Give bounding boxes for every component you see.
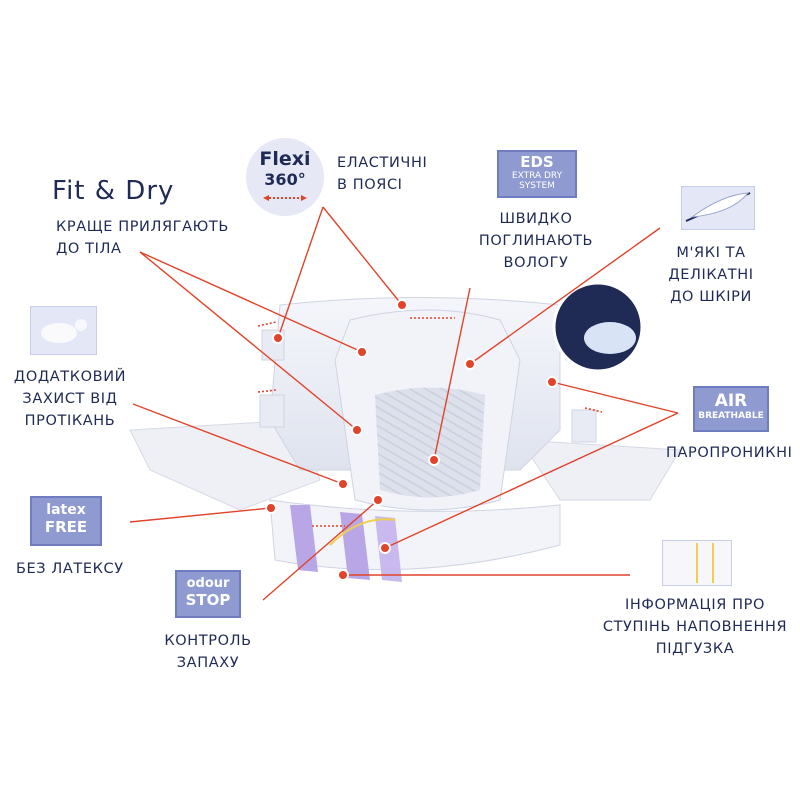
label-absorb-line1: ШВИДКО xyxy=(499,211,573,227)
elastic-arrows xyxy=(257,317,603,527)
leak-guard-icon xyxy=(41,319,87,343)
label-fit-line2: ДО ТІЛА xyxy=(56,241,122,257)
flexi-360-badge: Flexi 360° xyxy=(246,138,324,216)
arrow-icon xyxy=(263,195,307,201)
label-absorb-line2: ПОГЛИНАЮТЬ xyxy=(478,233,594,249)
air-breathable-badge: AIR BREATHABLE xyxy=(693,386,769,432)
eds-line1: EDS xyxy=(520,153,554,171)
label-soft-line3: ДО ШКІРИ xyxy=(670,289,752,305)
lilac-stripe-2 xyxy=(340,512,370,580)
air-line2: BREATHABLE xyxy=(698,411,764,421)
label-absorb-line3: ВОЛОГУ xyxy=(503,255,569,271)
flexi-line2: 360° xyxy=(264,170,306,189)
yellow-indicator xyxy=(329,518,396,546)
absorb-mesh xyxy=(375,387,485,498)
label-elastic-line2: В ПОЯСІ xyxy=(337,177,403,193)
brand-fit: Fit xyxy=(52,176,86,206)
odour-line2: STOP xyxy=(185,591,231,609)
odour-stop-badge: odour STOP xyxy=(175,570,241,618)
label-soft: М'ЯКІ ТА ДЕЛІКАТНІ ДО ШКІРИ xyxy=(646,242,776,308)
label-leak-line1: ДОДАТКОВИЙ xyxy=(13,369,127,385)
label-leak-line3: ПРОТІКАНЬ xyxy=(24,413,116,429)
tab-right-bottom xyxy=(571,409,597,443)
label-odour: КОНТРОЛЬ ЗАПАХУ xyxy=(150,630,266,674)
label-leak: ДОДАТКОВИЙ ЗАХИСТ ВІД ПРОТІКАНЬ xyxy=(0,366,140,432)
label-latex: БЕЗ ЛАТЕКСУ xyxy=(16,561,124,577)
label-fit: КРАЩЕ ПРИЛЯГАЮТЬ ДО ТІЛА xyxy=(56,216,229,260)
label-indicator-line3: ПІДГУЗКА xyxy=(655,641,735,657)
feather-icon xyxy=(685,192,751,222)
indicator-thumbnail xyxy=(662,540,732,586)
label-indicator: ІНФОРМАЦІЯ ПРО СТУПІНЬ НАПОВНЕННЯ ПІДГУЗ… xyxy=(596,594,794,660)
latex-line2: FREE xyxy=(44,518,88,536)
label-elastic-line1: ЕЛАСТИЧНІ xyxy=(337,155,428,171)
latex-free-badge: latex FREE xyxy=(30,496,102,546)
label-elastic: ЕЛАСТИЧНІ В ПОЯСІ xyxy=(337,152,427,196)
flexi-line1: Flexi xyxy=(259,148,311,170)
label-odour-line2: ЗАПАХУ xyxy=(176,655,240,671)
brand-amp: & xyxy=(94,176,117,206)
label-soft-line2: ДЕЛІКАТНІ xyxy=(668,267,754,283)
lilac-stripe-1 xyxy=(290,505,318,572)
inset-hand xyxy=(584,322,636,354)
brand-logo: Fit & Dry xyxy=(52,176,174,206)
brand-dry: Dry xyxy=(125,176,175,206)
label-indicator-line1: ІНФОРМАЦІЯ ПРО xyxy=(625,597,765,613)
label-fit-line1: КРАЩЕ ПРИЛЯГАЮТЬ xyxy=(56,219,229,235)
label-soft-line1: М'ЯКІ ТА xyxy=(676,245,746,261)
wetness-indicator-icon xyxy=(696,543,714,583)
label-indicator-line2: СТУПІНЬ НАПОВНЕННЯ xyxy=(602,619,788,635)
eds-line3: SYSTEM xyxy=(519,181,555,191)
feather-thumbnail xyxy=(681,186,755,230)
leak-guard-thumbnail xyxy=(30,306,97,355)
eds-badge: EDS EXTRA DRY SYSTEM xyxy=(497,150,577,198)
tab-left-bottom xyxy=(259,394,285,428)
label-absorb: ШВИДКО ПОГЛИНАЮТЬ ВОЛОГУ xyxy=(466,208,606,274)
latex-line1: latex xyxy=(46,502,86,518)
callout-lines xyxy=(129,206,679,601)
odour-line1: odour xyxy=(186,576,230,591)
callout-dots xyxy=(265,299,558,581)
label-odour-line1: КОНТРОЛЬ xyxy=(164,633,252,649)
right-wing xyxy=(519,439,681,501)
label-breathable: ПАРОПРОНИКНІ xyxy=(666,445,793,461)
eds-line2: EXTRA DRY xyxy=(511,171,563,181)
air-line1: AIR xyxy=(714,391,748,411)
label-leak-line2: ЗАХИСТ ВІД xyxy=(22,391,118,407)
